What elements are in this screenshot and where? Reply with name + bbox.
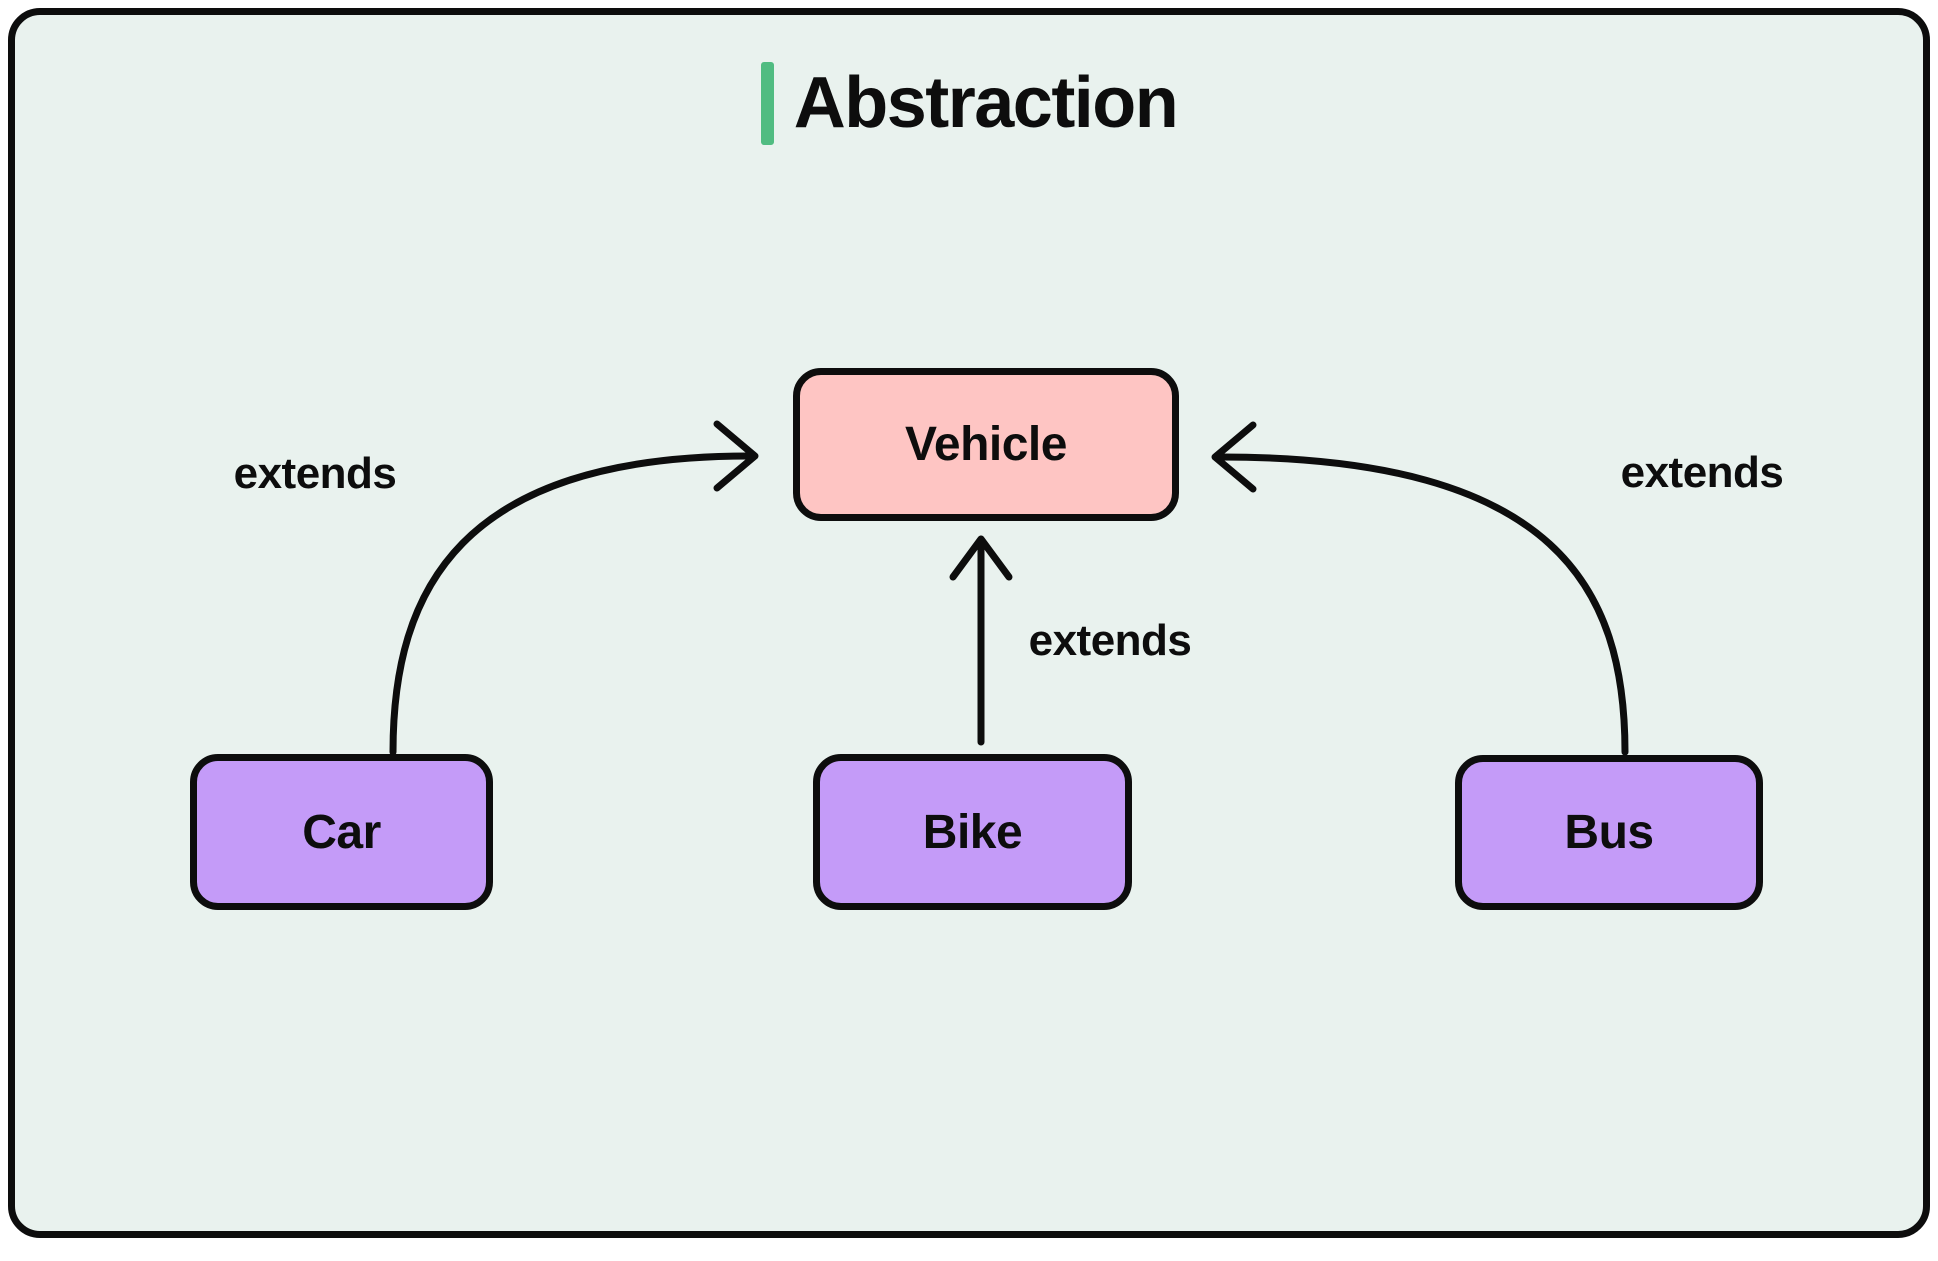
edge-car-to-vehicle (389, 452, 753, 756)
node-vehicle: Vehicle (793, 368, 1179, 521)
edge-bus-to-vehicle (1217, 453, 1629, 756)
page-title: Abstraction (793, 63, 1179, 143)
edge-label-bus-extends: extends (1620, 448, 1784, 497)
title-accent-bar (760, 61, 774, 145)
node-bike-label: Bike (922, 805, 1023, 859)
edges-layer (389, 420, 1629, 756)
node-bus-label: Bus (1564, 806, 1654, 859)
title-block: Abstraction (15, 55, 1923, 151)
node-bike: Bike (813, 754, 1132, 910)
edge-label-bike-extends: extends (1028, 616, 1192, 665)
arrowhead-bike-to-vehicle-icon (949, 535, 1013, 581)
node-bus: Bus (1455, 755, 1763, 910)
arrowhead-bus-to-vehicle-icon (1211, 421, 1257, 493)
node-car-label: Car (302, 805, 381, 859)
diagram-panel: Abstraction Vehicle Car Bike Bus extends… (8, 8, 1930, 1238)
node-vehicle-label: Vehicle (905, 418, 1067, 471)
arrowhead-car-to-vehicle-icon (713, 420, 759, 492)
edge-label-car-extends: extends (233, 449, 397, 498)
node-car: Car (190, 754, 493, 910)
